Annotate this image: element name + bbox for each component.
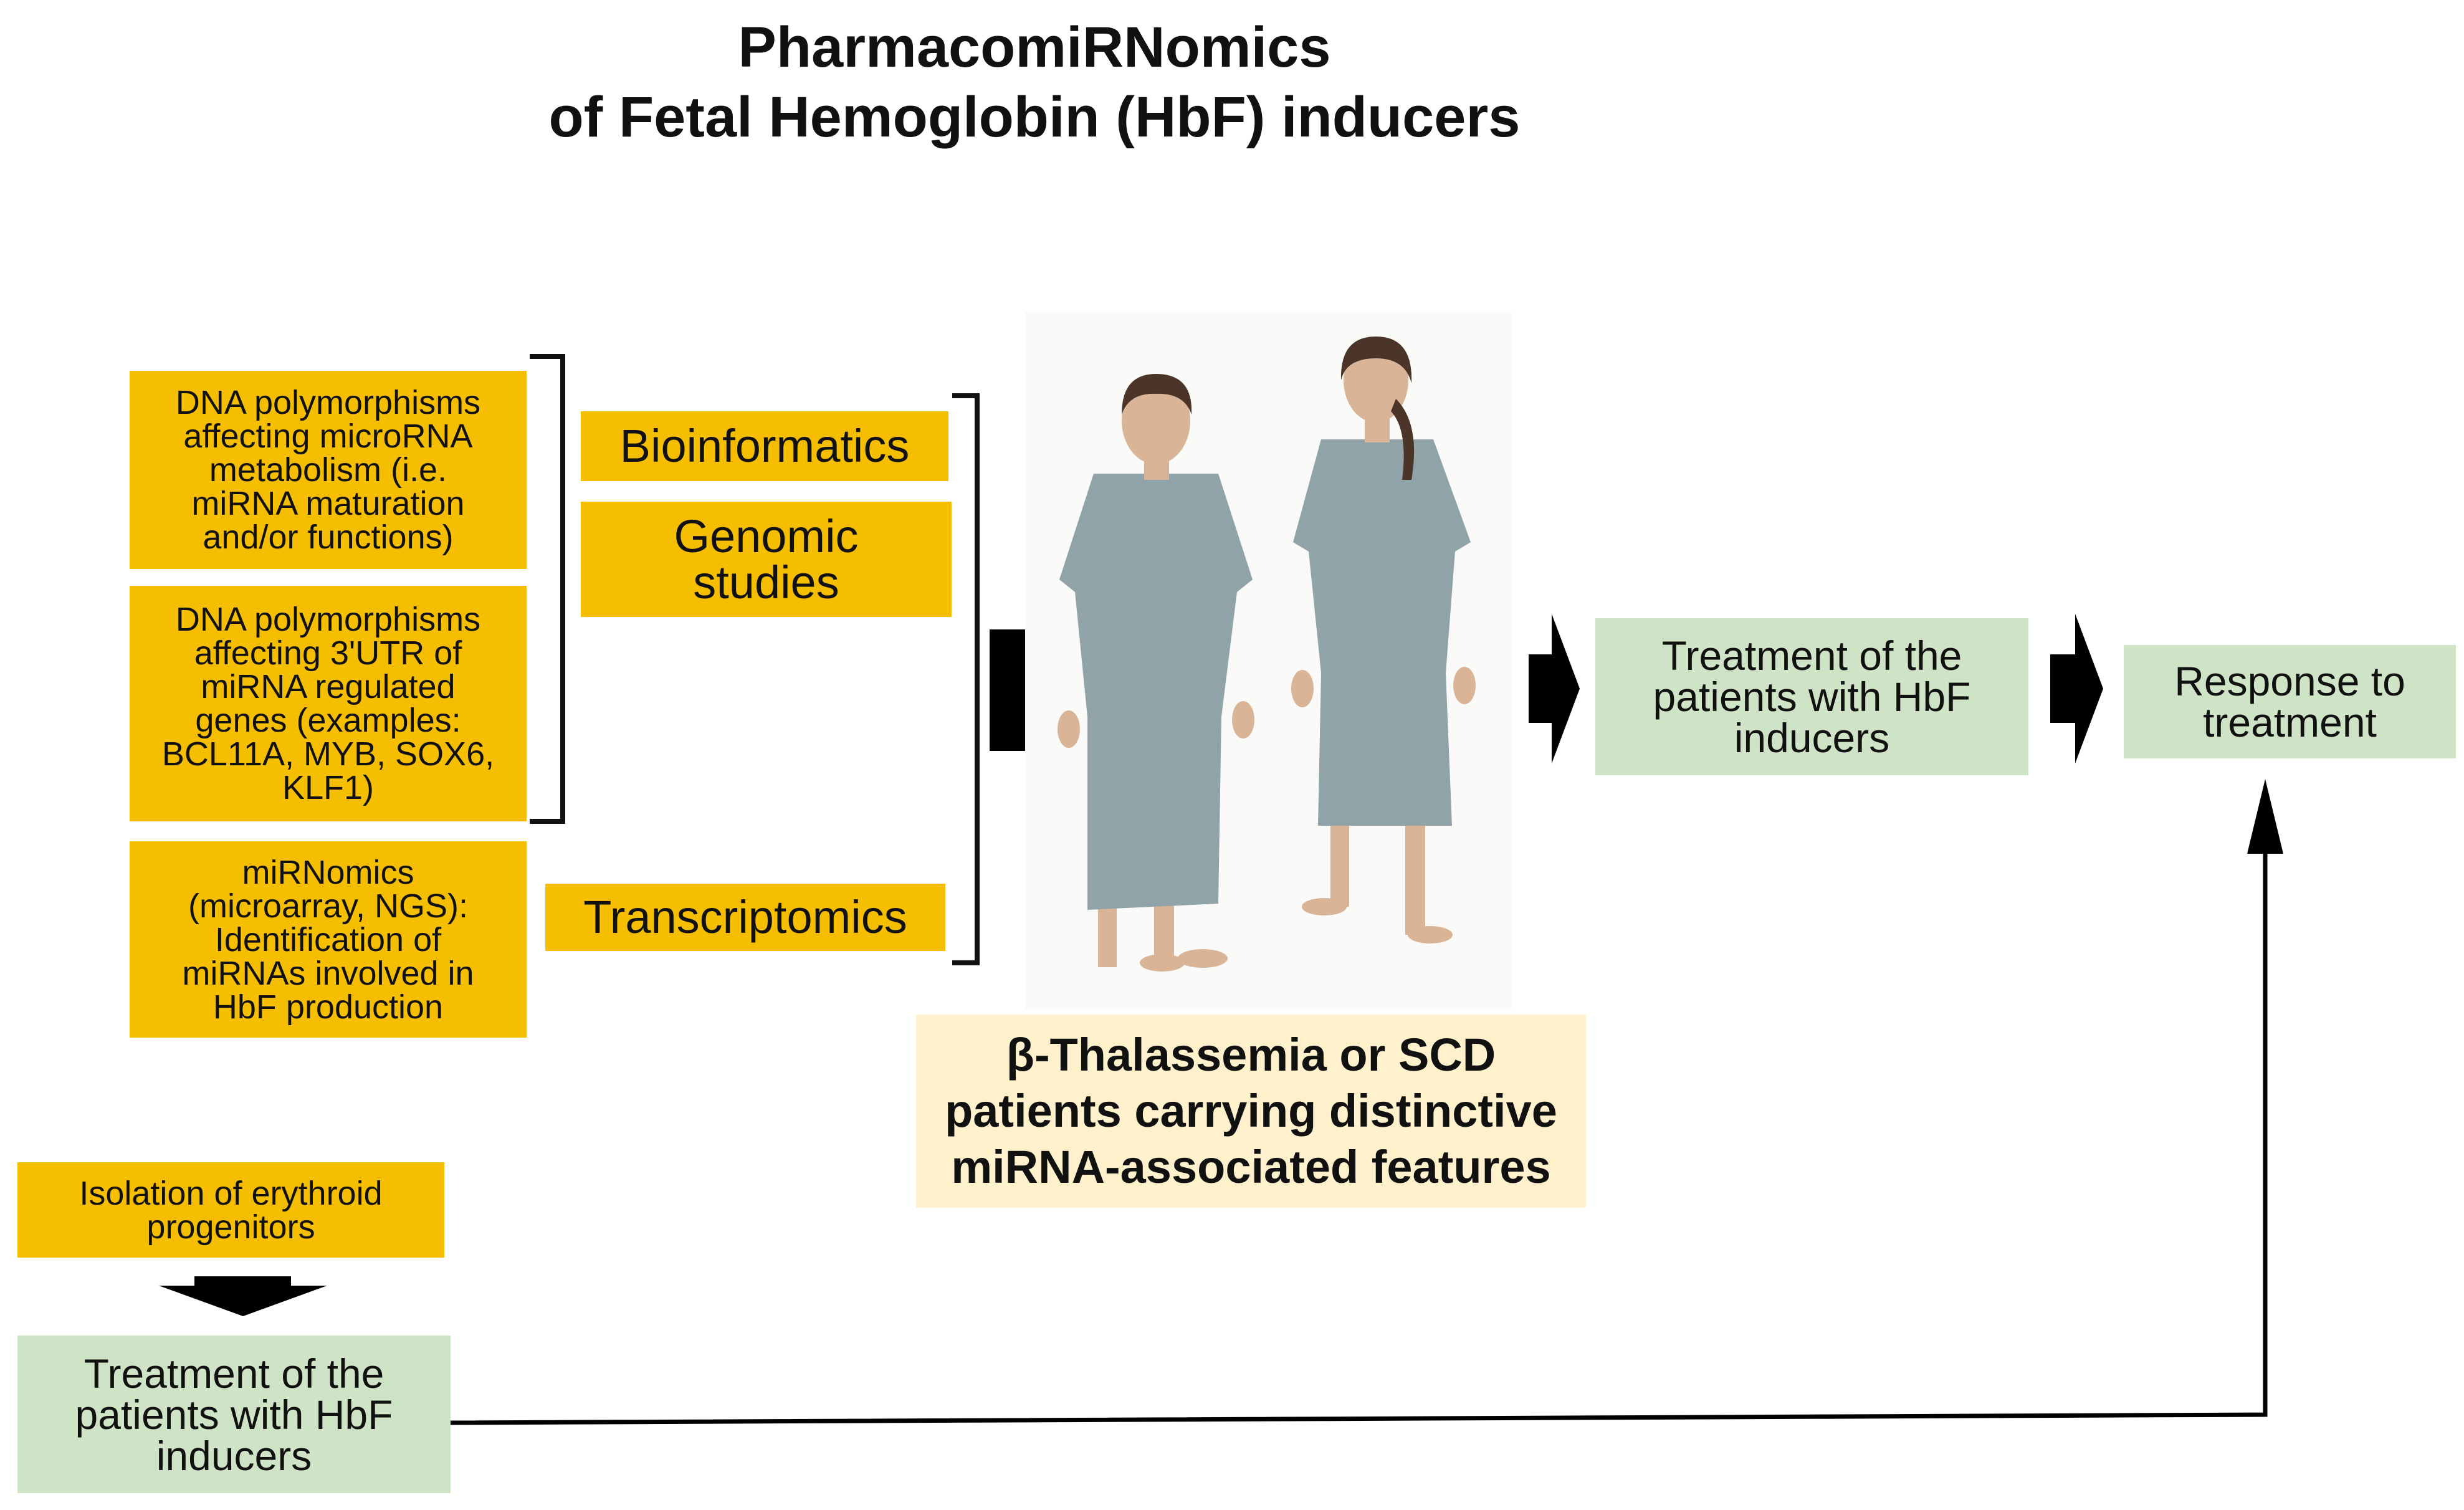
box-bioinformatics: Bioinformatics	[581, 411, 948, 481]
box-treatment-bottom: Treatment of the patients with HbF induc…	[17, 1336, 451, 1493]
female-leg-left	[1330, 823, 1349, 907]
patients-caption: β-Thalassemia or SCD patients carrying d…	[916, 1015, 1586, 1208]
female-patient-figure	[1291, 337, 1476, 944]
title-line-1: PharmacomiRNomics	[738, 16, 1331, 79]
box-mirna-maturation-polymorphisms: DNA polymorphisms affecting microRNA met…	[130, 371, 527, 569]
female-hand-left	[1291, 670, 1314, 707]
male-hand-left	[1058, 710, 1080, 748]
male-foot-right	[1178, 949, 1228, 968]
diagram-title: PharmacomiRNomics of Fetal Hemoglobin (H…	[0, 12, 2069, 152]
arrow-to-response	[2050, 614, 2103, 763]
male-gown	[1059, 474, 1253, 910]
female-braid	[1391, 399, 1415, 480]
box-treatment-top: Treatment of the patients with HbF induc…	[1595, 618, 2028, 775]
box-genomic-studies: Genomic studies	[581, 502, 952, 617]
female-leg-right	[1405, 823, 1425, 935]
arrow-to-treatment	[1529, 614, 1580, 763]
arrow-down-isolation	[159, 1276, 327, 1316]
female-gown	[1293, 439, 1471, 826]
methods-bracket	[952, 393, 980, 965]
female-hair	[1340, 337, 1412, 383]
title-line-2: of Fetal Hemoglobin (HbF) inducers	[548, 85, 1521, 149]
box-transcriptomics: Transcriptomics	[545, 884, 945, 951]
box-mirnomics: miRNomics (microarray, NGS): Identificat…	[130, 841, 527, 1038]
left-bracket	[530, 354, 565, 824]
male-leg-right	[1154, 897, 1174, 963]
box-response-to-treatment: Response to treatment	[2124, 645, 2456, 758]
box-3utr-polymorphisms: DNA polymorphisms affecting 3'UTR of miR…	[130, 586, 527, 821]
male-head	[1122, 377, 1190, 464]
male-patient-figure	[1058, 374, 1254, 972]
arrow-up-to-response	[2247, 779, 2283, 854]
connector-line	[450, 832, 2268, 1425]
male-hair	[1122, 374, 1192, 414]
male-hand-right	[1232, 701, 1254, 738]
female-hand-right	[1453, 667, 1476, 704]
box-isolation-erythroid-progenitors: Isolation of erythroid progenitors	[17, 1162, 444, 1258]
